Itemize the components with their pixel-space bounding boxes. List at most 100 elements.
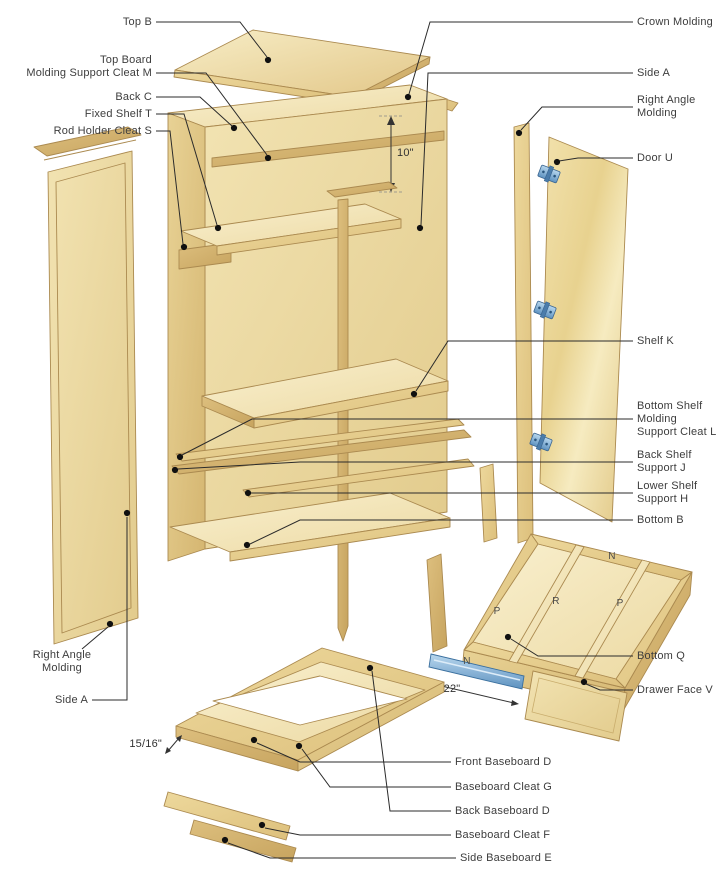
text-line: Drawer Face V [637,683,713,696]
text-line: P [616,597,624,609]
part-letter-drawer-letter-n-front: N [463,655,470,668]
label-baseboard-cleat-f: Baseboard Cleat F [455,829,550,842]
text-line: Bottom Q [637,649,686,662]
label-rod-holder-cleat-s: Rod Holder Cleat S [54,125,152,138]
part-baseboard-frame [175,647,445,772]
label-side-baseboard-e: Side Baseboard E [460,852,552,865]
text-line: Top B [122,15,152,28]
part-side-baseboards [163,791,297,863]
text-line: Bottom Shelf [637,399,703,412]
label-top-b: Top B [123,16,152,29]
leader-rod-holder-cleat-s [156,130,184,245]
label-baseboard-cleat-g: Baseboard Cleat G [455,781,552,794]
label-door-u: Door U [637,152,673,165]
hinge-icon [537,164,561,184]
part-shelf-k [201,358,449,429]
label-bottom-b: Bottom B [637,514,684,527]
part-letter-drawer-letter-n-back: N [608,550,615,563]
hinge-icon [533,300,557,320]
text-line: Side A [637,66,671,79]
dimension-dim-10in: 10" [397,147,414,160]
leader-right-angle-molding-left [81,626,109,650]
text-line: Shelf K [637,334,674,347]
dot-front-baseboard-d [250,736,258,744]
label-crown-molding: Crown Molding [637,16,713,29]
text-line: Rod Holder Cleat S [53,124,152,137]
leader-fixed-shelf-t [156,113,218,226]
text-line: Right Angle [637,94,696,106]
dot-back-baseboard-d [366,664,374,672]
leader-crown-molding [408,21,633,95]
leader-top-b [156,21,268,58]
label-front-baseboard-d: Front Baseboard D [455,756,551,769]
dot-top-b [264,56,272,64]
leader-back-shelf-support-j [177,461,633,470]
text-line: Top Board [100,54,152,66]
part-vertical-cleats [426,463,498,653]
dot-bottom-q [504,633,512,641]
dot-side-a-left [123,509,131,517]
label-bottom-q: Bottom Q [637,650,685,663]
label-shelf-k: Shelf K [637,335,674,348]
dot-back-shelf-support-j [171,466,179,474]
text-line: Support H [637,493,689,505]
label-fixed-shelf-t: Fixed Shelf T [85,108,152,121]
text-line: Right Angle [32,649,92,661]
dot-rod-holder-cleat-s [180,243,188,251]
text-line: P [493,605,501,617]
leader-drawer-face-v [585,683,633,691]
leader-side-baseboard-e [227,842,456,859]
label-back-c: Back C [115,91,152,104]
leader-bottom-b [249,519,633,545]
text-line: N [463,655,471,667]
text-line: Front Baseboard D [455,755,552,768]
dot-fixed-shelf-t [214,224,222,232]
text-line: Lower Shelf [637,480,698,492]
leader-door-u [558,157,633,162]
dot-back-c [230,124,238,132]
dot-right-angle-molding-right [515,129,523,137]
dot-baseboard-cleat-f [258,821,266,829]
part-drawer-face-v [524,670,628,742]
part-letter-drawer-letter-p-right: P [617,597,624,610]
dot-door-u [553,158,561,166]
part-drawer-slide [428,653,525,690]
text-line: Molding [637,107,677,119]
dot-crown-molding [404,93,412,101]
dimension-dim-15-16in: 15/16" [129,738,162,751]
leader-baseboard-cleat-f [264,827,451,836]
part-letter-drawer-letter-p-left: P [494,605,501,618]
text-line: N [608,550,616,562]
leader-bottom-shelf-molding-support-cleat-l [181,418,633,456]
leader-shelf-k [415,340,633,392]
text-line: Support J [637,462,686,474]
part-bottom-b [169,492,451,562]
dot-shelf-k [410,390,418,398]
leader-top-board-molding-support-cleat-m [156,72,268,156]
part-support-cleats [171,418,475,498]
dot-bottom-shelf-molding-support-cleat-l [176,453,184,461]
leader-right-angle-molding-right [520,106,633,131]
text-line: Fixed Shelf T [84,107,152,120]
text-line: Side A [54,693,88,706]
leader-baseboard-cleat-g [301,748,451,788]
dot-right-angle-molding-left [106,620,114,628]
text-line: Back Baseboard D [455,804,550,817]
dot-bottom-b [243,541,251,549]
text-line: Door U [637,151,674,164]
leader-front-baseboard-d [256,742,451,763]
label-back-baseboard-d: Back Baseboard D [455,805,550,818]
text-line: Baseboard Cleat F [455,828,551,841]
dot-side-baseboard-e [221,836,229,844]
hinge-icon [529,432,553,452]
part-side-a-left [33,126,142,645]
label-side-a-right: Side A [637,67,670,80]
